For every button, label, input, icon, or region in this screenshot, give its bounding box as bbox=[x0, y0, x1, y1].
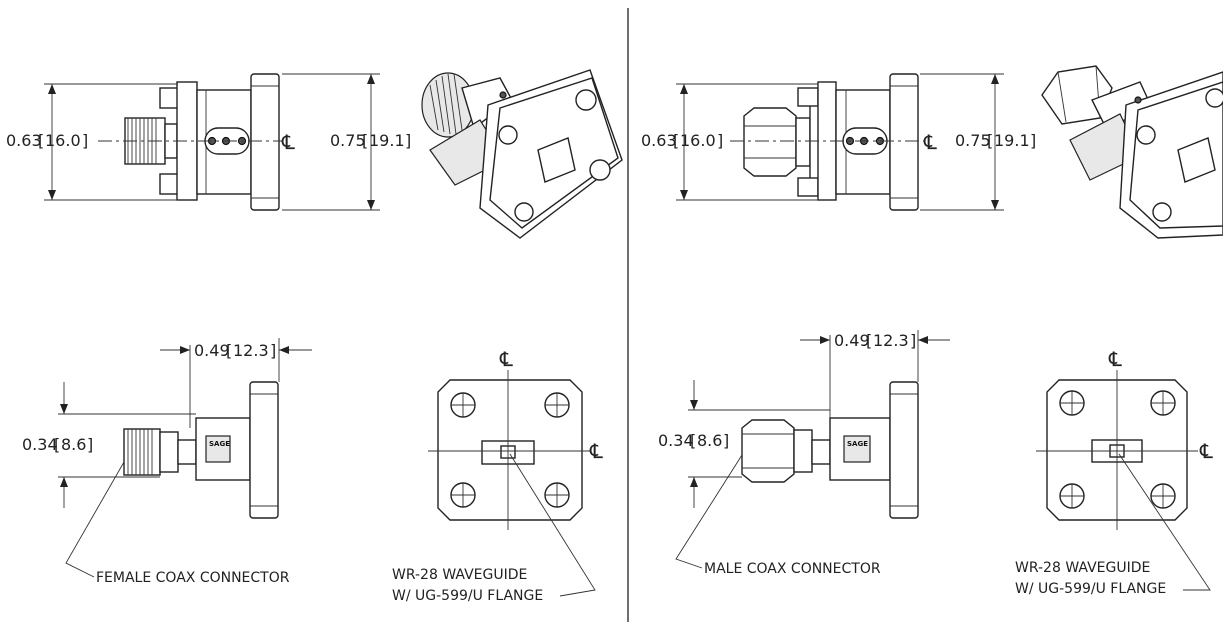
left-dim-flange-height bbox=[282, 73, 380, 211]
right-dim-191-mm: 19.1 bbox=[994, 131, 1030, 150]
right-top-view: SAGE bbox=[741, 381, 919, 519]
left-waveguide-callout-2: W/ UG-599/U FLANGE bbox=[392, 588, 543, 604]
male-connector-nut-2 bbox=[741, 419, 795, 483]
right-waveguide-callout-1: WR-28 WAVEGUIDE bbox=[1015, 560, 1150, 576]
left-isometric-view bbox=[421, 69, 623, 239]
sage-logo-plate bbox=[205, 435, 231, 463]
svg-text:]: ] bbox=[270, 341, 276, 360]
right-dim-86-mm: 8.6 bbox=[697, 431, 722, 450]
female-connector-threads-2 bbox=[123, 428, 161, 476]
left-dim-length bbox=[160, 338, 312, 428]
left-waveguide-callout-1: WR-28 WAVEGUIDE bbox=[392, 567, 527, 583]
left-dim-123-mm: 12.3 bbox=[233, 341, 269, 360]
waveguide-flange-4 bbox=[889, 381, 919, 519]
svg-text:]: ] bbox=[82, 131, 88, 150]
svg-text:]: ] bbox=[723, 431, 729, 450]
svg-text:]: ] bbox=[717, 131, 723, 150]
right-flange-face-view bbox=[1036, 370, 1198, 530]
left-dim-160-mm: 16.0 bbox=[45, 131, 81, 150]
left-dim-connector-height bbox=[44, 83, 178, 201]
waveguide-flange bbox=[250, 73, 280, 211]
svg-text:]: ] bbox=[1030, 131, 1036, 150]
left-dim-191-mm: 19.1 bbox=[369, 131, 405, 150]
right-connector-leader bbox=[675, 454, 743, 569]
right-connector-callout: MALE COAX CONNECTOR bbox=[704, 561, 881, 577]
right-dim-049-value: 0.49 bbox=[834, 331, 870, 350]
left-connector-leader bbox=[65, 461, 125, 578]
left-dim-034-value: 0.34 bbox=[22, 435, 58, 454]
svg-text:]: ] bbox=[405, 131, 411, 150]
right-centerline-symbol-3: ℄ bbox=[1199, 439, 1213, 463]
right-centerline-symbol-1: ℄ bbox=[923, 130, 937, 154]
svg-text:]: ] bbox=[87, 435, 93, 454]
svg-text:[: [ bbox=[54, 435, 60, 454]
sage-logo-plate-2 bbox=[843, 435, 871, 463]
right-dim-123-mm: 12.3 bbox=[873, 331, 909, 350]
left-waveguide-leader bbox=[509, 453, 596, 597]
right-isometric-view bbox=[1041, 65, 1223, 239]
right-dim-connector-height bbox=[676, 83, 818, 201]
right-waveguide-leader bbox=[1118, 453, 1211, 591]
left-flange-face-view bbox=[428, 370, 590, 530]
left-centerline-symbol-2: ℄ bbox=[499, 347, 513, 371]
svg-text:[: [ bbox=[987, 131, 993, 150]
left-side-view bbox=[98, 73, 283, 211]
right-dim-075-value: 0.75 bbox=[955, 131, 991, 150]
sage-logo-text: SAGE bbox=[209, 440, 230, 448]
right-centerline-symbol-2: ℄ bbox=[1108, 347, 1122, 371]
svg-text:[: [ bbox=[226, 341, 232, 360]
svg-text:[: [ bbox=[362, 131, 368, 150]
waveguide-flange-2 bbox=[249, 381, 279, 519]
sage-logo-text-2: SAGE bbox=[847, 440, 868, 448]
left-connector-callout: FEMALE COAX CONNECTOR bbox=[96, 570, 290, 586]
left-dim-86-mm: 8.6 bbox=[61, 435, 86, 454]
svg-text:[: [ bbox=[690, 431, 696, 450]
waveguide-flange-3 bbox=[889, 73, 919, 211]
svg-text:[: [ bbox=[673, 131, 679, 150]
left-dim-offset bbox=[58, 382, 196, 508]
left-dim-049-value: 0.49 bbox=[194, 341, 230, 360]
right-dim-offset bbox=[688, 380, 830, 508]
left-centerline-symbol-1: ℄ bbox=[281, 130, 295, 154]
male-connector-nut bbox=[743, 107, 797, 177]
right-side-view bbox=[730, 73, 924, 211]
right-dim-flange-height bbox=[920, 73, 1004, 211]
svg-text:[: [ bbox=[38, 131, 44, 150]
svg-text:]: ] bbox=[910, 331, 916, 350]
svg-text:[: [ bbox=[866, 331, 872, 350]
left-top-view: SAGE bbox=[123, 381, 279, 519]
right-dim-034-value: 0.34 bbox=[658, 431, 694, 450]
left-dim-075-value: 0.75 bbox=[330, 131, 366, 150]
right-dim-length bbox=[800, 330, 950, 418]
right-dim-160-mm: 16.0 bbox=[680, 131, 716, 150]
left-dim-063-value: 0.63 bbox=[6, 131, 42, 150]
right-waveguide-callout-2: W/ UG-599/U FLANGE bbox=[1015, 581, 1166, 597]
right-dim-063-value: 0.63 bbox=[641, 131, 677, 150]
left-centerline-symbol-3: ℄ bbox=[589, 439, 603, 463]
